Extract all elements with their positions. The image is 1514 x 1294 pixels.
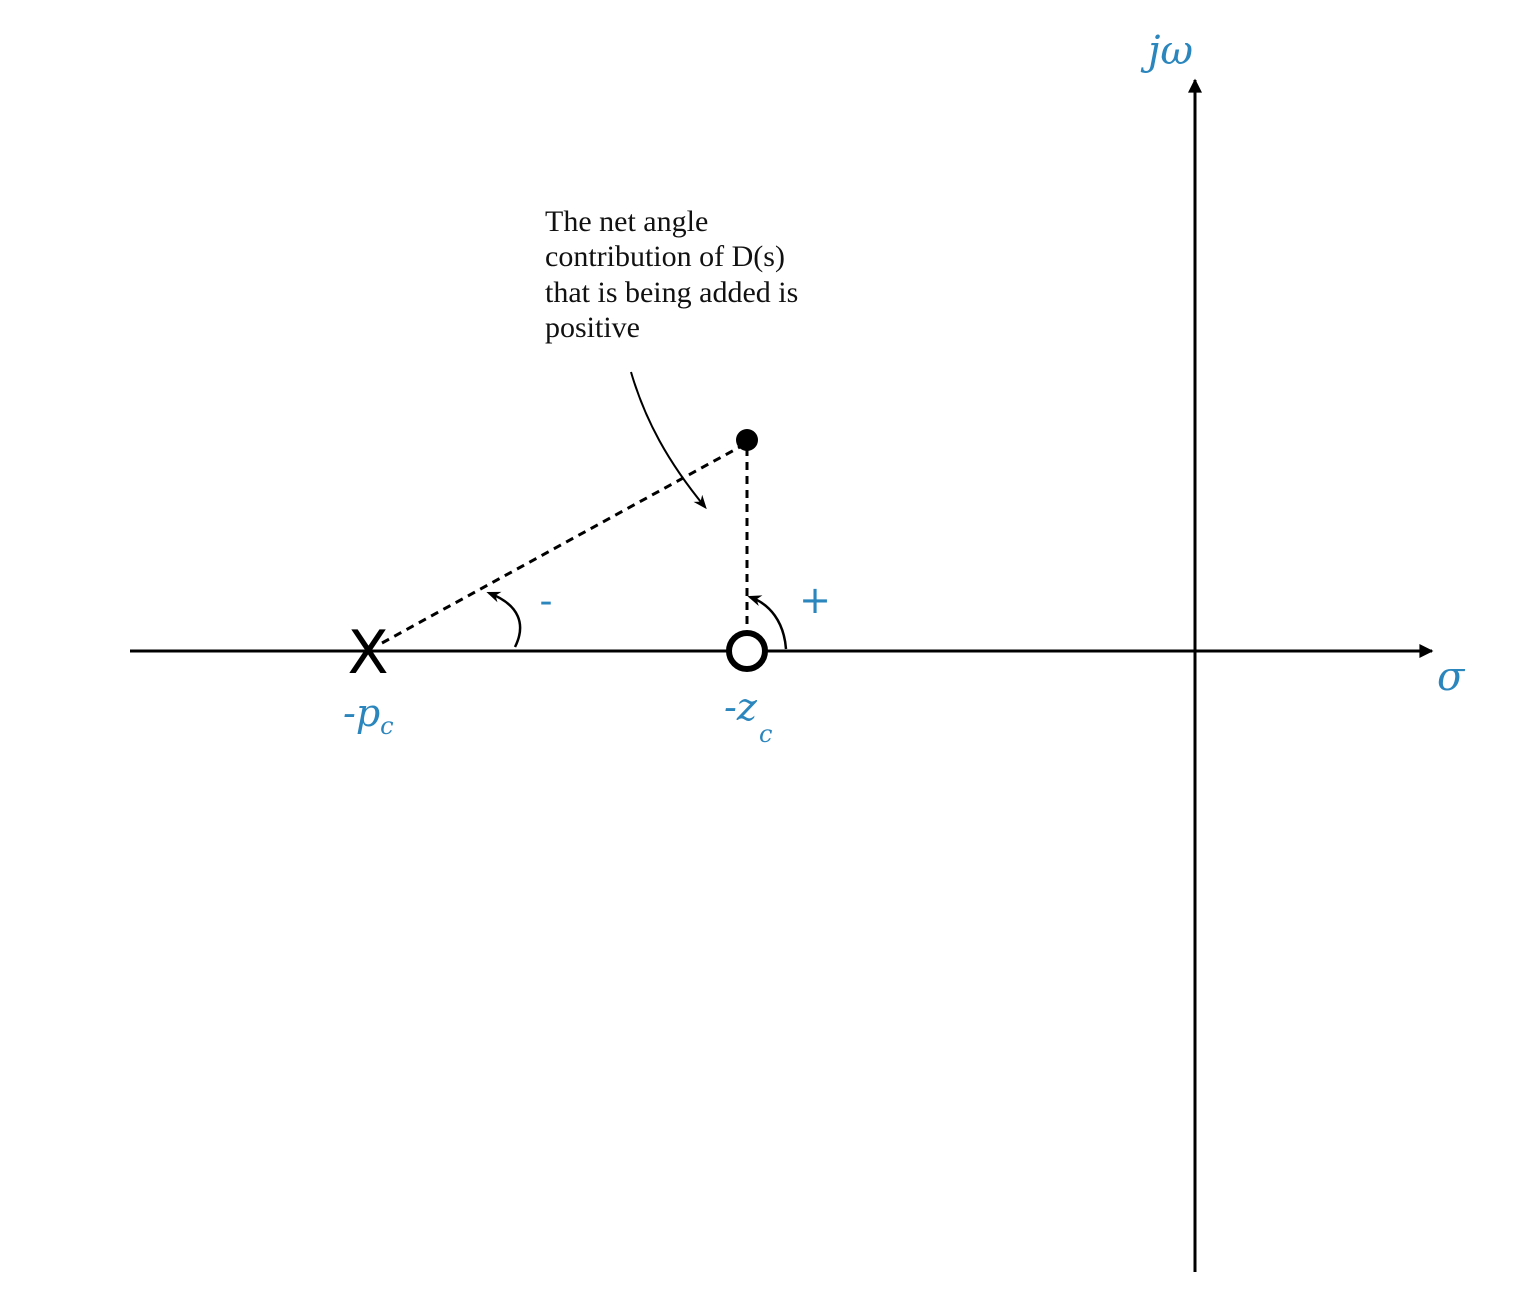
pole-marker: X — [347, 618, 388, 688]
annotation-line-4: positive — [545, 311, 640, 344]
pole-to-point-dashed-line — [381, 441, 748, 645]
zero-angle-arc — [747, 595, 788, 650]
pole-label: -pc — [343, 691, 394, 740]
annotation-arrow — [630, 371, 707, 510]
pole-label-main: -p — [343, 691, 380, 735]
imaginary-axis-label: jω — [1140, 28, 1193, 74]
test-point — [736, 429, 758, 451]
annotation-text: The net angle contribution of D(s) that … — [545, 205, 806, 344]
zero-marker — [726, 630, 768, 672]
pole-label-sub: c — [380, 712, 393, 740]
pole-angle-sign: - — [540, 581, 553, 622]
annotation-line-1: The net angle — [545, 205, 708, 238]
real-axis-label: σ — [1437, 654, 1466, 700]
pole-angle-arc — [486, 591, 522, 648]
zero-label-main: -z — [724, 685, 758, 729]
annotation-line-3: that is being added is — [545, 276, 798, 309]
annotation-line-2: contribution of D(s) — [545, 240, 785, 273]
zero-angle-sign: + — [799, 578, 831, 622]
zero-label-sub: c — [759, 720, 772, 748]
